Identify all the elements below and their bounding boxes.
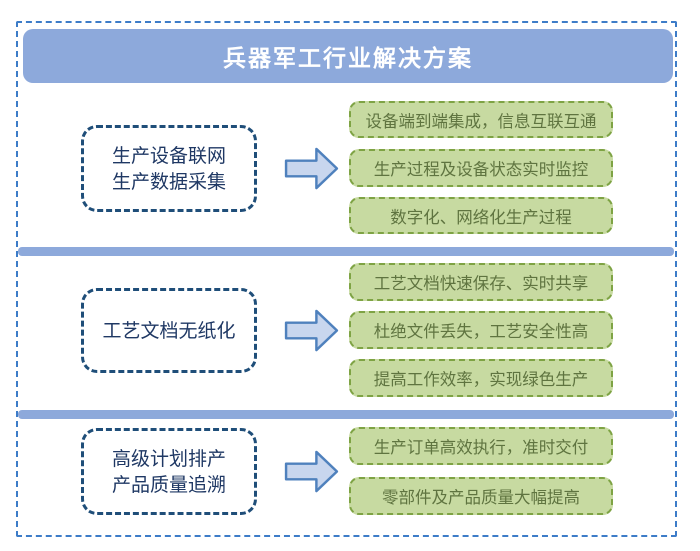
benefit-box: 杜绝文件丢失，工艺安全性高 [349, 311, 613, 349]
title-bar: 兵器军工行业解决方案 [23, 29, 673, 83]
source-box-line: 生产数据采集 [111, 170, 226, 193]
source-box-line: 高级计划排产 [111, 447, 226, 470]
benefit-box: 零部件及产品质量大幅提高 [349, 477, 613, 515]
source-box-paperless-documents: 工艺文档无纸化 [81, 288, 257, 373]
section-divider [18, 410, 674, 419]
benefit-box: 设备端到端集成，信息互联互通 [349, 101, 613, 138]
page-title: 兵器军工行业解决方案 [223, 46, 473, 72]
benefit-label: 数字化、网络化生产过程 [390, 207, 572, 227]
benefit-label: 零部件及产品质量大幅提高 [382, 488, 580, 507]
source-box-line: 产品质量追溯 [111, 473, 226, 496]
benefit-label: 生产订单高效执行，准时交付 [373, 438, 589, 457]
benefit-box: 工艺文档快速保存、实时共享 [349, 263, 613, 301]
right-arrow-icon [284, 147, 339, 190]
section-divider [18, 247, 674, 256]
benefit-label: 提高工作效率，实现绿色生产 [373, 370, 589, 389]
benefit-label: 杜绝文件丢失，工艺安全性高 [373, 322, 589, 341]
right-arrow-icon [284, 450, 339, 493]
source-box-line: 工艺文档无纸化 [102, 319, 236, 342]
benefit-box: 数字化、网络化生产过程 [349, 197, 613, 234]
benefit-box: 生产订单高效执行，准时交付 [349, 427, 613, 465]
benefit-label: 生产过程及设备状态实时监控 [373, 160, 589, 179]
benefit-label: 设备端到端集成，信息互联互通 [365, 111, 597, 131]
diagram-dashed-border [16, 21, 677, 537]
right-arrow-icon [284, 309, 339, 352]
source-box-planning-traceability: 高级计划排产 产品质量追溯 [81, 428, 257, 515]
source-box-line: 生产设备联网 [111, 144, 226, 167]
benefit-label: 工艺文档快速保存、实时共享 [373, 274, 589, 293]
source-box-equipment-networking: 生产设备联网 生产数据采集 [81, 125, 257, 212]
benefit-box: 生产过程及设备状态实时监控 [349, 149, 613, 187]
benefit-box: 提高工作效率，实现绿色生产 [349, 359, 613, 397]
